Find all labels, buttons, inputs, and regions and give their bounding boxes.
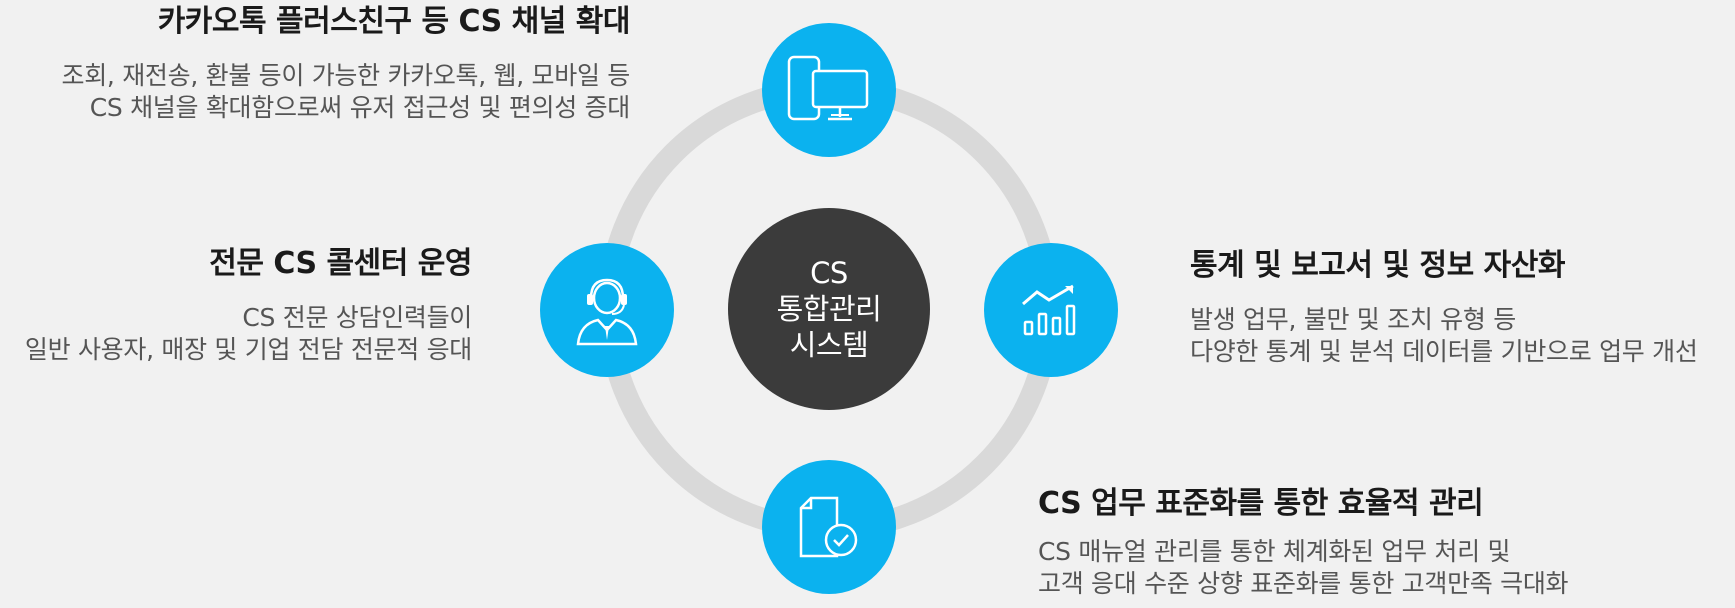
bottom-text-block: CS 업무 표준화를 통한 효율적 관리 CS 매뉴얼 관리를 통한 체계화된 … — [1038, 486, 1569, 600]
right-desc-line-2: 다양한 통계 및 분석 데이터를 기반으로 업무 개선 — [1190, 337, 1698, 366]
center-line-1: CS — [810, 256, 848, 290]
devices-icon — [787, 55, 869, 121]
right-title: 통계 및 보고서 및 정보 자산화 — [1190, 248, 1565, 283]
top-desc-line-1: 조회, 재전송, 환불 등이 가능한 카카오톡, 웹, 모바일 등 — [61, 61, 631, 90]
headset-agent-icon — [576, 278, 638, 346]
top-text-block: 카카오톡 플러스친구 등 CS 채널 확대 조회, 재전송, 환불 등이 가능한… — [61, 4, 631, 124]
top-desc-line-2: CS 채널을 확대함으로써 유저 접근성 및 편의성 증대 — [89, 93, 631, 122]
node-right-circle — [984, 243, 1118, 377]
center-line-3: 시스템 — [789, 328, 869, 362]
growth-chart-icon — [1022, 284, 1076, 336]
left-desc-line-1: CS 전문 상담인력들이 — [242, 303, 472, 332]
center-circle: CS 통합관리 시스템 — [728, 208, 930, 410]
node-bottom-circle — [762, 460, 896, 594]
top-title: 카카오톡 플러스친구 등 CS 채널 확대 — [157, 4, 631, 39]
left-text-block: 전문 CS 콜센터 운영 CS 전문 상담인력들이 일반 사용자, 매장 및 기… — [24, 246, 473, 366]
document-check-icon — [799, 496, 858, 558]
right-text-block: 통계 및 보고서 및 정보 자산화 발생 업무, 불만 및 조치 유형 등 다양… — [1190, 248, 1698, 368]
center-line-2: 통합관리 — [776, 292, 882, 326]
right-desc-line-1: 발생 업무, 불만 및 조치 유형 등 — [1190, 305, 1516, 334]
node-left-circle — [540, 243, 674, 377]
left-desc-line-2: 일반 사용자, 매장 및 기업 전담 전문적 응대 — [24, 335, 472, 364]
bottom-desc-line-2: 고객 응대 수준 상향 표준화를 통한 고객만족 극대화 — [1038, 569, 1569, 598]
left-title: 전문 CS 콜센터 운영 — [209, 246, 472, 281]
bottom-title: CS 업무 표준화를 통한 효율적 관리 — [1038, 486, 1484, 521]
node-top-circle — [762, 23, 896, 157]
bottom-desc-line-1: CS 매뉴얼 관리를 통한 체계화된 업무 처리 및 — [1038, 537, 1511, 566]
